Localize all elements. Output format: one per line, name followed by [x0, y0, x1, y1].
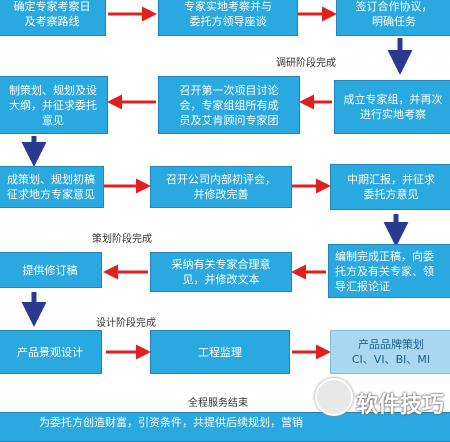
stage-service-done: 全程服务结束 [188, 398, 248, 409]
watermark-logo-icon [315, 378, 353, 416]
box-adopt: 采纳有关专家合理意 见，并修改文本 [150, 252, 292, 292]
box-outline: 制策划、规划及设 大纲，并征求委托 意见 [0, 76, 108, 134]
stage-planning-done: 策划阶段完成 [92, 234, 152, 245]
stage-research-done: 调研阶段完成 [276, 58, 336, 69]
box-midterm: 中期汇报，并征求 委托方意见 [330, 164, 450, 210]
flow-arrows [21, 6, 413, 360]
box-symposium: 专家实地考察并与 委托方领导座谈 [158, 0, 298, 36]
stage-design-done: 设计阶段完成 [96, 318, 156, 329]
box-supervision: 工程监理 [150, 330, 290, 374]
box-brand: 产品品牌策划 CI、VI、BI、MI [330, 330, 450, 374]
box-landscape: 产品景观设计 [0, 330, 102, 374]
box-route: 确定专家考察日 及考察路线 [0, 0, 106, 36]
watermark-text: 软件技巧 [355, 393, 444, 418]
box-revise: 提供修订稿 [0, 252, 102, 288]
box-internal-review: 召开公司内部初评会， 并修改完善 [150, 166, 292, 208]
box-formal: 编制完成正稿，向委 托方及有关专家、领 导汇报论证 [328, 244, 450, 298]
box-first-meeting: 召开第一次项目讨论 会，专家组组所有成 员及艾肯顾问专家团 [158, 76, 300, 134]
box-contract: 签订合作协议， 明确任务 [336, 0, 450, 36]
box-team: 成立专家组，并再次 进行实地考察 [334, 80, 450, 134]
box-draft: 成策划、规划初稿 征求地方专家意见 [0, 166, 104, 208]
